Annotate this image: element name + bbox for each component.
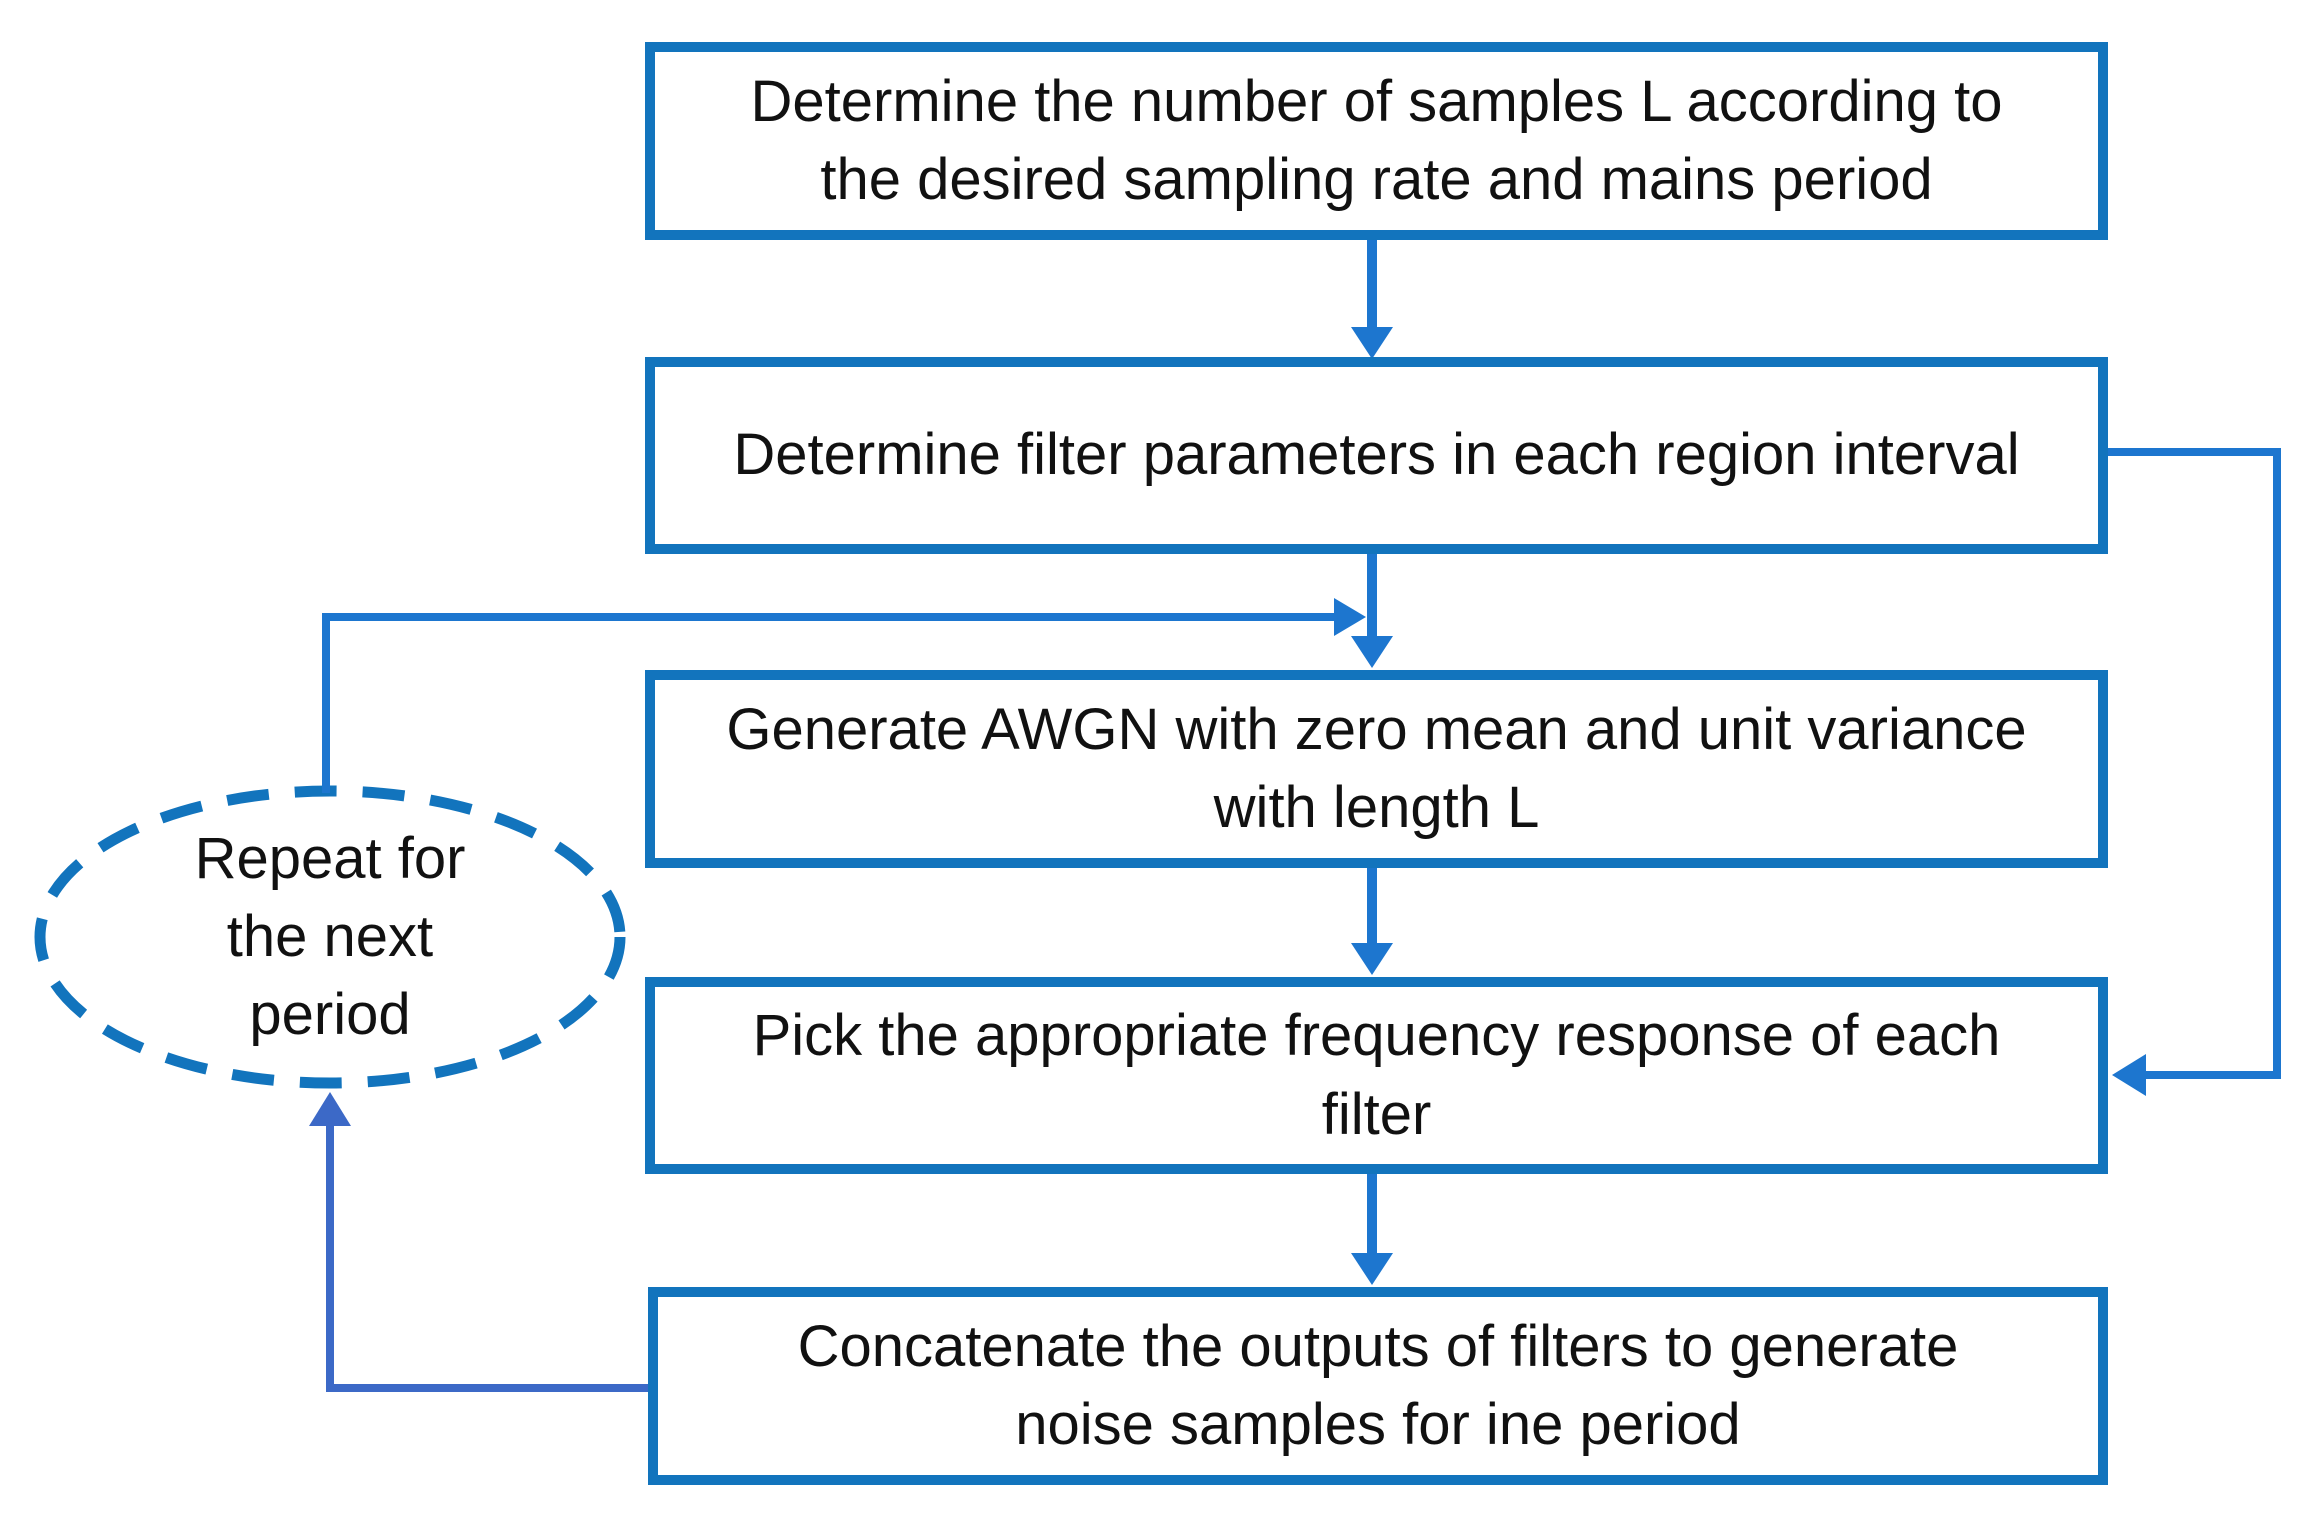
flowchart-box-label: Pick the appropriate frequency response … — [752, 1003, 2001, 1147]
arrow-box3-to-box4-head — [1351, 943, 1393, 975]
flowchart-box-generate-awgn: Generate AWGN with zero mean and unit va… — [645, 670, 2108, 868]
arrow-box4-to-box5-head — [1351, 1253, 1393, 1285]
box5-to-ellipse-loop-line — [326, 1126, 650, 1392]
arrow-box1-to-box2-head — [1351, 327, 1393, 359]
ellipse-to-arrow-connector-head — [1334, 598, 1366, 636]
flowchart-box-label: Determine the number of samples L accord… — [750, 68, 2003, 212]
flowchart-box-determine-filter-params: Determine filter parameters in each regi… — [645, 357, 2108, 554]
repeat-ellipse-label: Repeat for the next period — [194, 825, 466, 1048]
flowchart-box-determine-samples: Determine the number of samples L accord… — [645, 42, 2108, 240]
flowchart-box-label: Determine filter parameters in each regi… — [733, 422, 2020, 488]
box2-to-box4-right-connector-line — [2106, 448, 2281, 1079]
flowchart-box-label: Generate AWGN with zero mean and unit va… — [726, 696, 2027, 840]
box2-to-box4-right-connector-head — [2112, 1054, 2146, 1096]
arrow-box2-to-box3-head — [1351, 636, 1393, 668]
flowchart-box-pick-frequency-response: Pick the appropriate frequency response … — [645, 977, 2108, 1174]
flowchart-box-label: Concatenate the outputs of filters to ge… — [797, 1313, 1959, 1457]
box5-to-ellipse-loop-head — [309, 1092, 351, 1126]
repeat-ellipse: Repeat for the next period — [60, 800, 600, 1074]
flowchart-box-concatenate-outputs: Concatenate the outputs of filters to ge… — [648, 1287, 2108, 1485]
ellipse-to-arrow-connector-line — [322, 613, 1334, 793]
